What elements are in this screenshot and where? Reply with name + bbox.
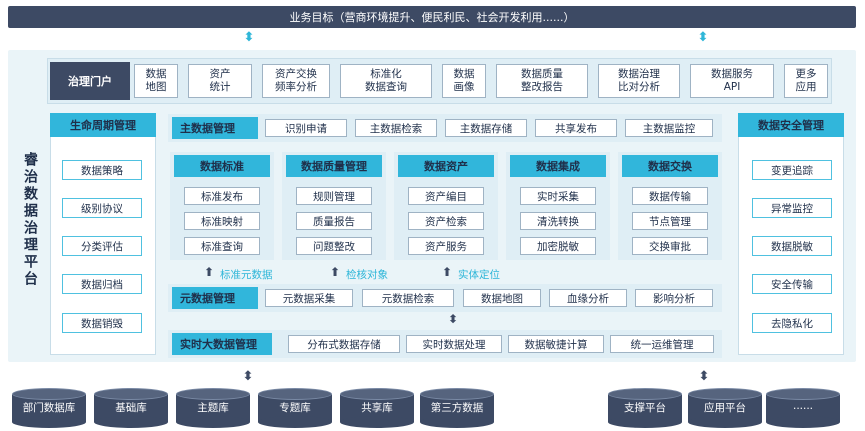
database-label: 基础库 [115,402,147,414]
double-arrow-icon: ⬍ [243,30,255,45]
double-arrow-icon: ⬍ [697,30,709,45]
database-cylinder[interactable]: 第三方数据 [420,388,494,428]
bigdata-title: 实时大数据管理 [172,333,272,355]
business-goal-banner: 业务目标（营商环境提升、便民利民、社会开发利用......） [8,6,856,28]
double-arrow-icon: ⬍ [698,369,710,384]
database-cylinder[interactable]: 支撑平台 [608,388,682,428]
portal-item[interactable]: 标准化 数据查询 [340,64,432,98]
database-label: 主题库 [197,402,229,414]
master-data-item[interactable]: 主数据监控 [625,119,713,137]
database-cylinder[interactable]: 专题库 [258,388,332,428]
portal-item[interactable]: 数据治理 比对分析 [598,64,680,98]
security-title: 数据安全管理 [738,113,844,137]
database-label: 应用平台 [704,402,746,414]
database-cylinder[interactable]: 应用平台 [688,388,762,428]
column-item[interactable]: 质量报告 [296,212,372,230]
column-item[interactable]: 标准查询 [184,237,260,255]
database-label: 第三方数据 [430,402,484,414]
annotation-label: 标准元数据 [220,269,273,281]
column-item[interactable]: 节点管理 [632,212,708,230]
column-title: 数据资产 [398,155,494,177]
portal-item[interactable]: 数据质量 整改报告 [496,64,588,98]
security-item[interactable]: 去隐私化 [752,313,832,333]
master-data-title: 主数据管理 [172,117,258,139]
metadata-title: 元数据管理 [172,287,258,309]
up-arrow-icon: ⬆ [204,265,215,279]
column-item[interactable]: 资产服务 [408,237,484,255]
lifecycle-item[interactable]: 级别协议 [62,198,142,218]
security-item[interactable]: 数据脱敏 [752,236,832,256]
metadata-item[interactable]: 影响分析 [635,289,713,307]
database-label: 共享库 [361,402,393,414]
database-cylinder[interactable]: 基础库 [94,388,168,428]
lifecycle-item[interactable]: 分类评估 [62,236,142,256]
double-arrow-icon: ⬍ [448,312,459,326]
column-item[interactable]: 问题整改 [296,237,372,255]
database-cylinder[interactable]: 部门数据库 [12,388,86,428]
master-data-item[interactable]: 主数据存储 [445,119,527,137]
metadata-item[interactable]: 元数据检索 [362,289,454,307]
portal-item[interactable]: 数据 画像 [442,64,486,98]
up-arrow-icon: ⬆ [442,265,453,279]
annotation-label: 实体定位 [458,269,500,281]
double-arrow-icon: ⬍ [242,369,254,384]
master-data-item[interactable]: 共享发布 [535,119,617,137]
database-label: 专题库 [279,402,311,414]
portal-item[interactable]: 数据 地图 [134,64,178,98]
security-item[interactable]: 异常监控 [752,198,832,218]
column-item[interactable]: 资产编目 [408,187,484,205]
portal-label: 治理门户 [50,62,130,100]
lifecycle-title: 生命周期管理 [50,113,156,137]
lifecycle-item[interactable]: 数据销毁 [62,313,142,333]
database-cylinder[interactable]: 主题库 [176,388,250,428]
up-arrow-icon: ⬆ [330,265,341,279]
bigdata-item[interactable]: 实时数据处理 [406,335,502,353]
column-item[interactable]: 标准映射 [184,212,260,230]
database-cylinder[interactable]: ...... [766,388,840,428]
column-item[interactable]: 实时采集 [520,187,596,205]
metadata-item[interactable]: 数据地图 [463,289,541,307]
metadata-item[interactable]: 元数据采集 [265,289,353,307]
database-label: 支撑平台 [624,402,666,414]
security-item[interactable]: 安全传输 [752,274,832,294]
security-item[interactable]: 变更追踪 [752,160,832,180]
column-title: 数据标准 [174,155,270,177]
annotation-label: 检核对象 [346,269,388,281]
lifecycle-item[interactable]: 数据归档 [62,274,142,294]
portal-item[interactable]: 资产交换 频率分析 [262,64,330,98]
column-item[interactable]: 加密脱敏 [520,237,596,255]
column-item[interactable]: 数据传输 [632,187,708,205]
column-item[interactable]: 标准发布 [184,187,260,205]
database-label: 部门数据库 [22,402,76,414]
database-label: ...... [792,400,814,412]
column-title: 数据集成 [510,155,606,177]
column-title: 数据交换 [622,155,718,177]
bigdata-item[interactable]: 分布式数据存储 [288,335,400,353]
portal-item[interactable]: 数据服务 API [690,64,774,98]
master-data-item[interactable]: 主数据检索 [355,119,437,137]
database-cylinder[interactable]: 共享库 [340,388,414,428]
portal-item[interactable]: 更多 应用 [784,64,828,98]
column-item[interactable]: 规则管理 [296,187,372,205]
bigdata-item[interactable]: 统一运维管理 [610,335,714,353]
platform-title: 睿治数据治理平台 [22,152,38,288]
lifecycle-item[interactable]: 数据策略 [62,160,142,180]
bigdata-item[interactable]: 数据敏捷计算 [508,335,604,353]
portal-item[interactable]: 资产 统计 [188,64,252,98]
column-item[interactable]: 资产检索 [408,212,484,230]
column-item[interactable]: 清洗转换 [520,212,596,230]
metadata-item[interactable]: 血缘分析 [549,289,627,307]
master-data-item[interactable]: 识别申请 [265,119,347,137]
column-item[interactable]: 交换审批 [632,237,708,255]
column-title: 数据质量管理 [286,155,382,177]
